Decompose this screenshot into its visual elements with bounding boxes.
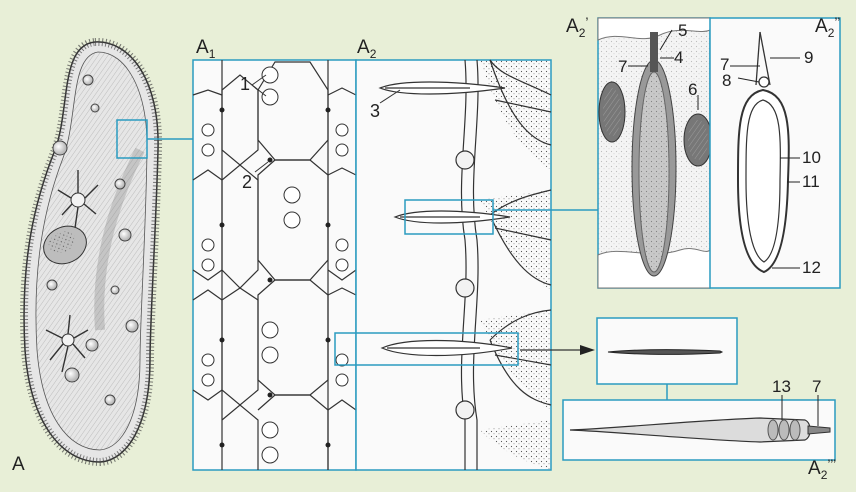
panel-a2ppp-small (596, 317, 738, 400)
label-a1: A1 (196, 37, 216, 61)
number-3: 3 (370, 101, 380, 121)
number-12: 12 (802, 258, 821, 277)
label-a2-triple-prime: A2’’’ (808, 456, 836, 482)
trichocyst-undischarged (378, 81, 513, 357)
panel-a2pp (709, 17, 841, 289)
label-a2-double-prime: A2’’ (815, 14, 840, 40)
contractile-vacuole-top (57, 170, 99, 229)
number-5: 5 (678, 21, 687, 40)
zoom-box-a2p (404, 199, 494, 235)
label-a2-prime: A2’ (566, 14, 589, 40)
panel-a2p (597, 17, 713, 289)
number-7-schema: 7 (720, 55, 729, 74)
number-10: 10 (802, 148, 821, 167)
number-2: 2 (242, 172, 252, 192)
trichocyst-schema (736, 88, 790, 274)
paramecium-cell (20, 37, 193, 467)
food-vacuoles (46, 74, 139, 406)
number-1: 1 (240, 74, 250, 94)
contractile-vacuole-bottom (45, 314, 89, 373)
labels: A A1 A2 A2’ A2’’ A2’’’ 1 2 3 4 5 6 7 7 8… (12, 14, 840, 482)
trichocyst-pores (219, 107, 331, 448)
number-4: 4 (674, 48, 683, 67)
panel-a1 (192, 59, 357, 471)
number-7-discharged: 7 (812, 377, 821, 396)
number-13: 13 (772, 377, 791, 396)
number-11: 11 (802, 172, 820, 191)
number-8: 8 (722, 71, 731, 90)
number-6: 6 (688, 80, 697, 99)
label-a2: A2 (357, 37, 377, 61)
panel-a2ppp-large (562, 395, 836, 461)
basal-bodies (201, 66, 349, 464)
label-a: A (12, 454, 25, 475)
panel-a2 (334, 59, 600, 471)
zoom-box-a2ppp (334, 332, 519, 366)
number-7-em: 7 (618, 57, 627, 76)
number-9: 9 (804, 48, 813, 67)
